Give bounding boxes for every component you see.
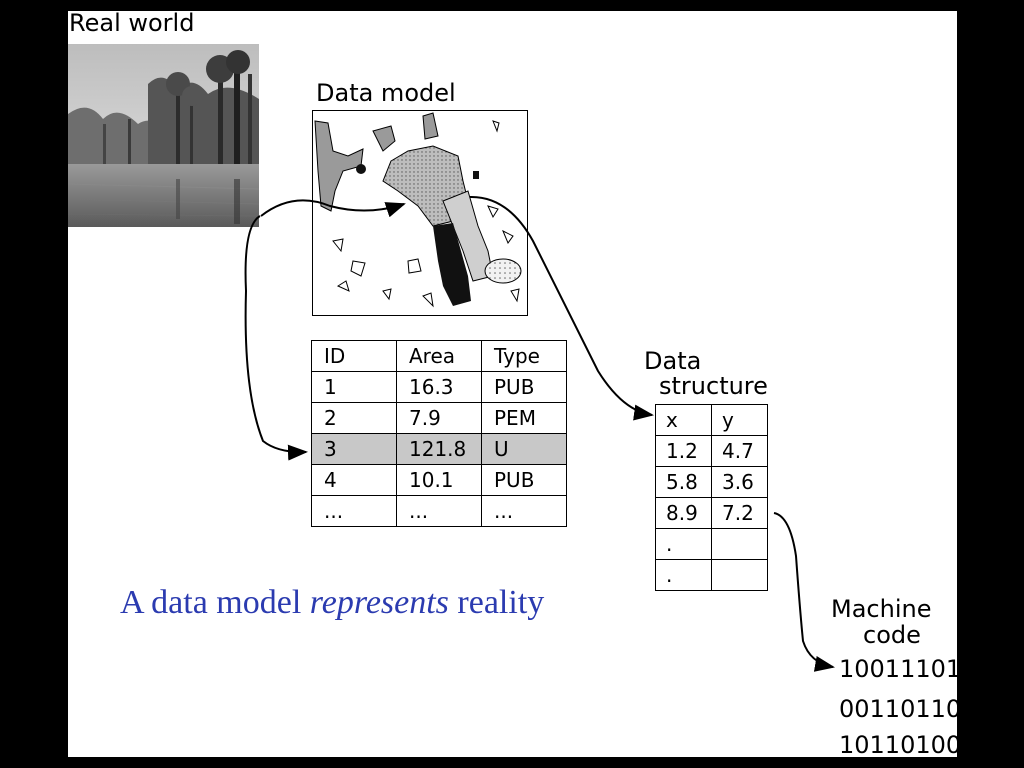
slide: Real world bbox=[68, 11, 957, 757]
data-structure-label-line2: structure bbox=[659, 372, 768, 400]
machine-code-label-line1: Machine bbox=[831, 595, 932, 623]
table-cell: PUB bbox=[481, 371, 567, 403]
arrow-photo-to-map bbox=[260, 199, 406, 218]
table-cell bbox=[711, 528, 768, 560]
table-cell: ... bbox=[481, 495, 567, 527]
table-row: 2 7.9 PEM bbox=[311, 402, 567, 434]
arrow-photo-to-table bbox=[244, 215, 308, 461]
caption-text-end: reality bbox=[448, 584, 545, 621]
machine-code-label-line2: code bbox=[863, 621, 921, 649]
machine-code-line: 10110100 bbox=[839, 731, 957, 757]
table-row: . bbox=[655, 559, 768, 591]
table-row: 4 10.1 PUB bbox=[311, 464, 567, 496]
table-cell: PUB bbox=[481, 464, 567, 496]
table-row: 5.8 3.6 bbox=[655, 466, 768, 498]
caption-text: A data model bbox=[120, 584, 310, 621]
table-header-type: Type bbox=[481, 340, 567, 372]
data-structure-label-line1: Data bbox=[644, 347, 702, 375]
table-cell bbox=[711, 559, 768, 591]
table-cell: . bbox=[655, 528, 712, 560]
connector-arrows bbox=[244, 195, 835, 672]
table-cell: 3.6 bbox=[711, 466, 768, 498]
table-cell: . bbox=[655, 559, 712, 591]
table-cell: 16.3 bbox=[396, 371, 482, 403]
machine-code-line: 00110110 bbox=[839, 695, 957, 723]
real-world-label: Real world bbox=[69, 11, 195, 37]
table-cell: 121.8 bbox=[396, 433, 482, 465]
table-cell: 10.1 bbox=[396, 464, 482, 496]
table-cell: U bbox=[481, 433, 567, 465]
data-model-label: Data model bbox=[316, 79, 456, 107]
table-cell: ... bbox=[311, 495, 397, 527]
caption: A data model represents reality bbox=[120, 584, 544, 622]
caption-emphasis: represents bbox=[309, 584, 449, 621]
arrow-structure-to-code bbox=[773, 512, 835, 672]
table-header-row: ID Area Type bbox=[311, 340, 567, 372]
table-row: . bbox=[655, 528, 768, 560]
table-row: 1 16.3 PUB bbox=[311, 371, 567, 403]
table-cell: 3 bbox=[311, 433, 397, 465]
coordinate-table: x y 1.2 4.7 5.8 3.6 8.9 7.2 . . bbox=[655, 404, 768, 591]
table-cell: 1.2 bbox=[655, 435, 712, 467]
table-row: 8.9 7.2 bbox=[655, 497, 768, 529]
table-header-id: ID bbox=[311, 340, 397, 372]
attribute-table: ID Area Type 1 16.3 PUB 2 7.9 PEM 3 121.… bbox=[311, 340, 567, 527]
machine-code-line: 10011101 bbox=[839, 655, 957, 683]
table-row: ... ... ... bbox=[311, 495, 567, 527]
table-cell: 2 bbox=[311, 402, 397, 434]
table-cell: PEM bbox=[481, 402, 567, 434]
table-row-highlighted: 3 121.8 U bbox=[311, 433, 567, 465]
real-world-photo bbox=[68, 44, 259, 227]
arrow-map-to-structure bbox=[469, 195, 654, 421]
table-cell: ... bbox=[396, 495, 482, 527]
table-row: 1.2 4.7 bbox=[655, 435, 768, 467]
table-cell: 5.8 bbox=[655, 466, 712, 498]
table-cell: 8.9 bbox=[655, 497, 712, 529]
table-header-area: Area bbox=[396, 340, 482, 372]
data-model-map bbox=[312, 110, 528, 316]
